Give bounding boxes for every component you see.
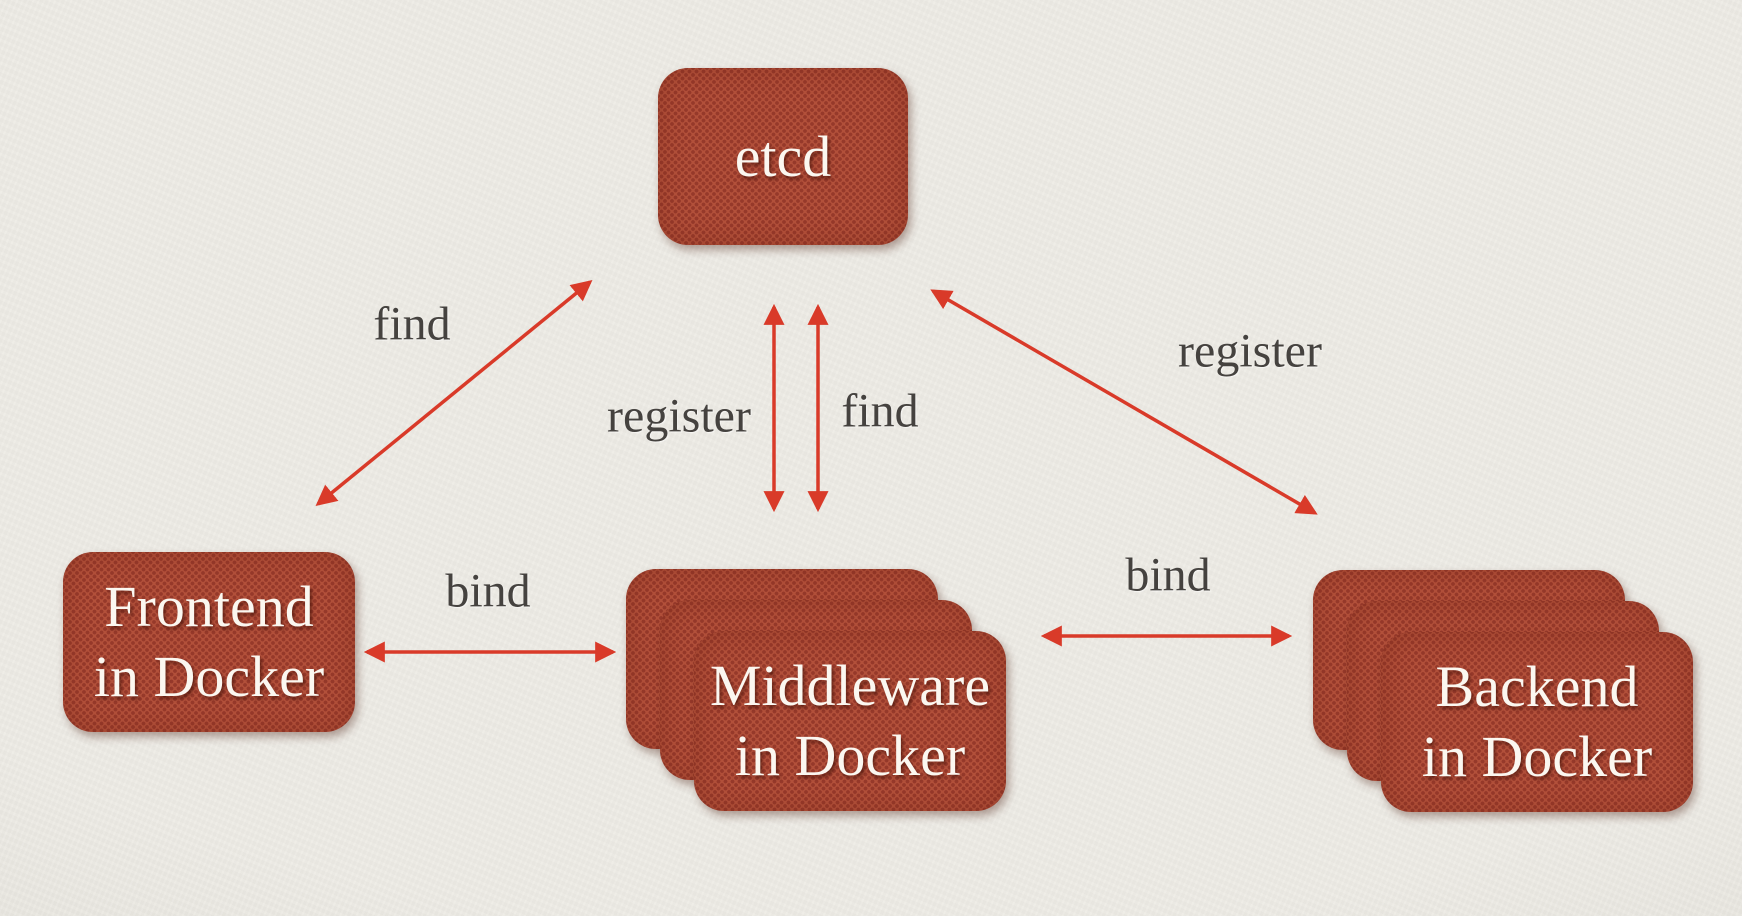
edge-label-find-frontend: find	[373, 297, 451, 351]
edge-label-bind-middleware-backend: bind	[1125, 548, 1211, 602]
node-etcd-label-text: etcd	[734, 123, 832, 189]
node-frontend-label-line2: in Docker	[93, 644, 325, 709]
node-frontend: Frontend in Docker	[63, 552, 355, 732]
node-backend-stack: Backend in Docker	[1313, 570, 1693, 812]
node-etcd: etcd	[658, 68, 908, 245]
node-backend-label: Backend in Docker	[1381, 632, 1693, 812]
node-middleware-stack: Middleware in Docker	[626, 569, 1006, 811]
arrow-frontend-etcd	[315, 280, 593, 506]
edge-label-register-backend: register	[1178, 324, 1322, 378]
edge-label-register-middleware: register	[607, 389, 751, 443]
node-frontend-label: Frontend in Docker	[63, 552, 355, 732]
node-middleware-label-line1: Middleware	[709, 653, 991, 719]
node-backend-label-line2: in Docker	[1421, 724, 1653, 789]
middleware-card-front: Middleware in Docker	[694, 631, 1006, 811]
node-etcd-label: etcd	[658, 68, 908, 245]
node-middleware-label-line2: in Docker	[734, 723, 966, 788]
node-backend-label-line1: Backend	[1435, 654, 1639, 720]
backend-card-front: Backend in Docker	[1381, 632, 1693, 812]
edge-label-find-middleware: find	[841, 384, 919, 438]
node-middleware-label: Middleware in Docker	[694, 631, 1006, 811]
node-frontend-label-line1: Frontend	[104, 574, 314, 640]
edge-label-bind-frontend-middleware: bind	[445, 564, 531, 618]
